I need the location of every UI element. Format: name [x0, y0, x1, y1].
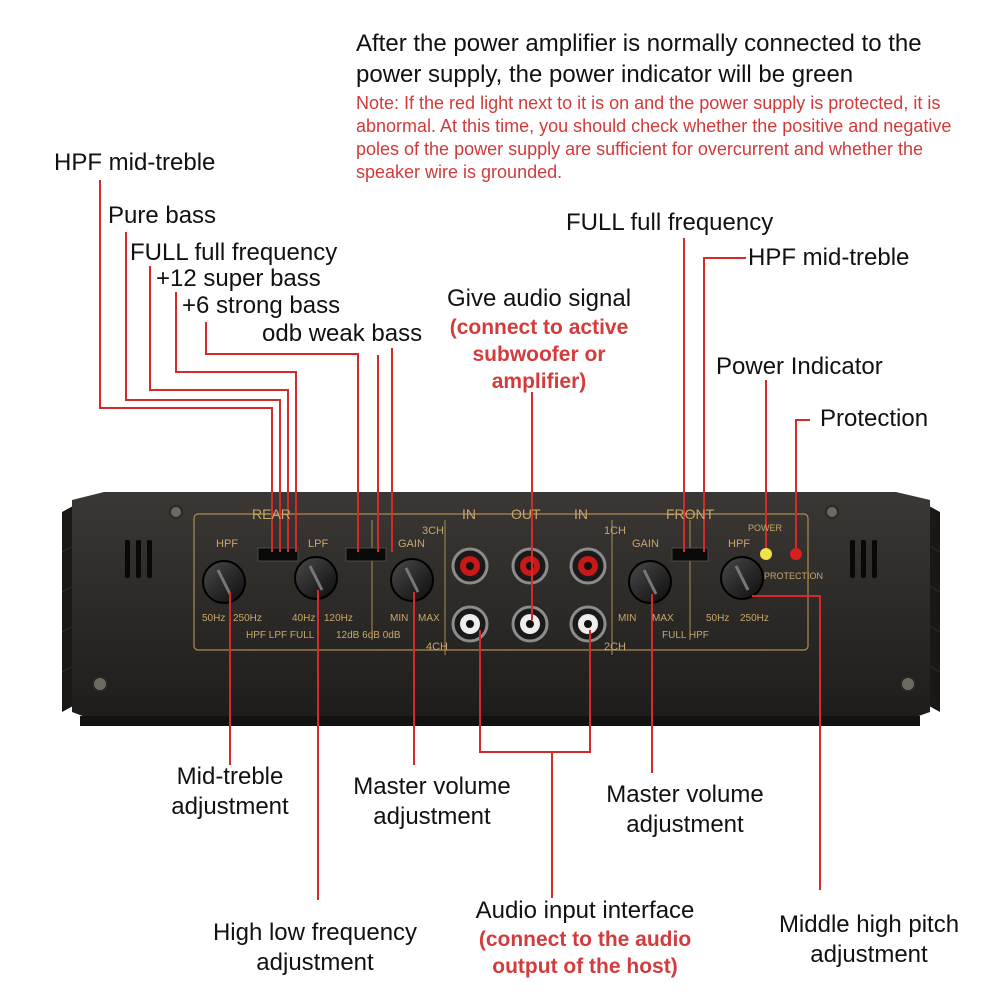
panel-gain-right-label: GAIN	[632, 538, 659, 550]
panel-k5-min: 50Hz	[706, 613, 730, 624]
panel-switch3-labels: FULL HPF	[662, 630, 709, 641]
panel-k1-max: 250Hz	[233, 613, 262, 624]
panel-k4-max: MAX	[652, 613, 674, 624]
panel-power-label: POWER	[748, 523, 783, 533]
rca-jack-white	[451, 605, 607, 643]
label-hpf-mid-treble-right: HPF mid-treble	[748, 244, 910, 271]
switch-bass-boost	[345, 547, 387, 562]
callout-lines	[99, 180, 821, 900]
headline: After the power amplifier is normally co…	[356, 30, 922, 88]
warning-note: Note: If the red light next to it is on …	[356, 93, 952, 182]
panel-k3-max: MAX	[418, 613, 440, 624]
panel-rear-label: REAR	[252, 506, 291, 522]
panel-2ch-label: 2CH	[604, 641, 627, 653]
panel-k2-min: 40Hz	[292, 613, 316, 624]
panel-out-label: OUT	[511, 506, 541, 522]
label-full-frequency-right: FULL full frequency	[566, 209, 774, 236]
screw-icon	[92, 505, 916, 692]
label-weak-bass: odb weak bass	[262, 320, 423, 347]
amplifier-body	[72, 492, 930, 724]
label-give-audio-signal-note: (connect to active subwoofer or amplifie…	[449, 316, 629, 393]
panel-3ch-label: 3CH	[422, 525, 445, 537]
panel-gain-left-label: GAIN	[398, 538, 425, 550]
panel-front-label: FRONT	[666, 506, 715, 522]
panel-k2-max: 120Hz	[324, 613, 353, 624]
label-full-frequency-left: FULL full frequency	[130, 239, 338, 266]
switch-front-full-hpf	[671, 547, 709, 562]
label-middle-high-pitch: Middle high pitch adjustment	[778, 911, 960, 968]
panel-in-label-1: IN	[462, 506, 476, 522]
panel-lpf-label: LPF	[308, 538, 329, 550]
protection-led-icon	[790, 548, 802, 560]
label-master-volume-left: Master volume adjustment	[353, 773, 511, 830]
label-audio-input-interface: Audio input interface	[475, 897, 695, 924]
knob-hpf-right	[720, 556, 764, 600]
label-strong-bass: +6 strong bass	[182, 292, 341, 319]
panel-hpf-right-label: HPF	[728, 538, 750, 550]
panel-k4-min: MIN	[618, 613, 637, 624]
power-led-icon	[760, 548, 772, 560]
knob-hpf-left	[202, 560, 246, 604]
label-pure-bass: Pure bass	[108, 202, 217, 229]
rca-jack-red	[451, 547, 607, 585]
label-hpf-mid-treble-left: HPF mid-treble	[54, 149, 216, 176]
label-master-volume-right: Master volume adjustment	[606, 781, 764, 838]
panel-switch1-labels: HPF LPF FULL	[246, 630, 315, 641]
panel-switch2-labels: 12dB 6dB 0dB	[336, 630, 401, 641]
panel-k3-min: MIN	[390, 613, 409, 624]
vent-right	[850, 540, 877, 578]
panel-protection-label: PROTECTION	[764, 571, 824, 581]
label-power-indicator: Power Indicator	[716, 353, 883, 380]
label-mid-treble-adjustment: Mid-treble adjustment	[171, 763, 289, 820]
knob-gain-right	[628, 560, 672, 604]
knob-gain-left	[390, 558, 434, 602]
panel-in-label-2: IN	[574, 506, 588, 522]
knob-lpf	[294, 556, 338, 600]
label-super-bass: +12 super bass	[156, 265, 321, 292]
label-give-audio-signal: Give audio signal	[446, 285, 632, 312]
panel-1ch-label: 1CH	[604, 525, 627, 537]
label-high-low-frequency: High low frequency adjustment	[212, 919, 418, 976]
panel-4ch-label: 4CH	[426, 641, 449, 653]
panel-hpf-left-label: HPF	[216, 538, 238, 550]
label-audio-input-note: (connect to the audio output of the host…	[478, 928, 692, 978]
panel-k1-min: 50Hz	[202, 613, 226, 624]
label-protection: Protection	[820, 405, 929, 432]
control-panel-outline	[193, 513, 809, 651]
vent-left	[125, 540, 152, 578]
panel-k5-max: 250Hz	[740, 613, 769, 624]
switch-hpf-lpf-full	[257, 547, 299, 562]
